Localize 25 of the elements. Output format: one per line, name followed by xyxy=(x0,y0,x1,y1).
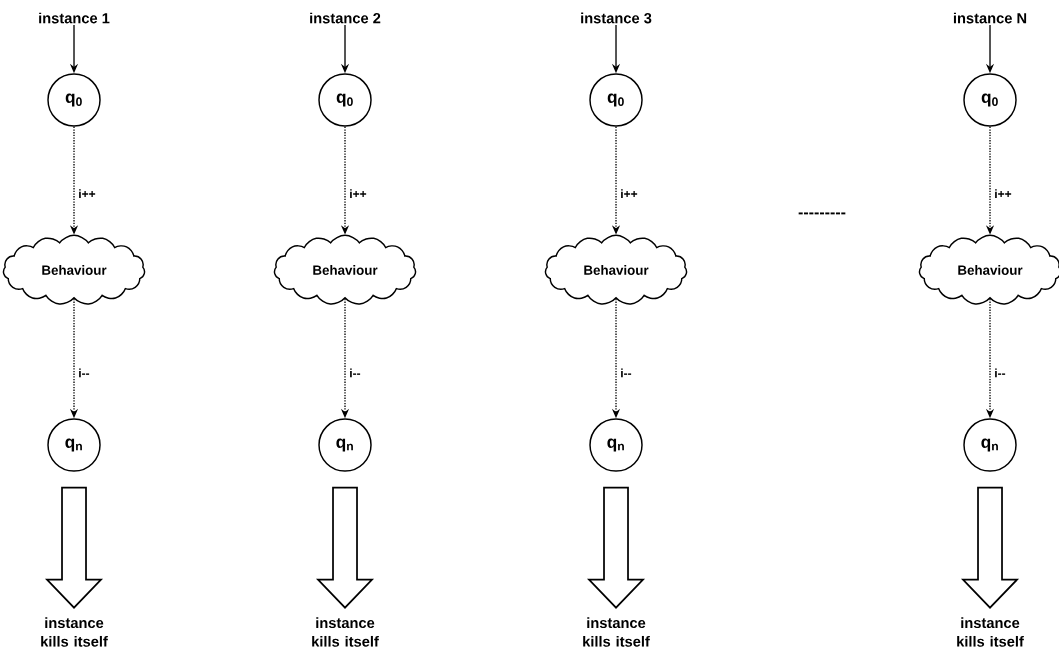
edge-label: i++ xyxy=(992,187,1013,200)
end-text: instance kills itself xyxy=(583,617,650,647)
edge-label: i++ xyxy=(347,187,368,200)
title-text: instance N xyxy=(953,12,1027,24)
edge-label: i++ xyxy=(76,187,97,200)
end-text: instance kills itself xyxy=(312,617,379,647)
title-text: instance 2 xyxy=(310,12,381,24)
block-arrow xyxy=(315,486,375,609)
edge-label: i-- xyxy=(618,367,633,379)
continuation-dashes: --------- xyxy=(798,212,846,215)
edge-label: i-- xyxy=(992,367,1007,379)
edge-label: i++ xyxy=(618,187,639,200)
block-arrow xyxy=(586,486,646,609)
behaviour-cloud: Behaviour xyxy=(544,234,688,305)
title-text: instance 3 xyxy=(581,12,652,24)
block-arrow xyxy=(960,486,1020,609)
block-arrow xyxy=(44,486,104,609)
edge-label: i-- xyxy=(76,367,91,379)
behaviour-cloud: Behaviour xyxy=(2,234,146,305)
end-text: instance kills itself xyxy=(41,617,108,647)
behaviour-cloud: Behaviour xyxy=(918,234,1059,305)
title-text: instance 1 xyxy=(39,12,110,24)
behaviour-cloud: Behaviour xyxy=(273,234,417,305)
edge-label: i-- xyxy=(347,367,362,379)
end-text: instance kills itself xyxy=(957,617,1024,647)
